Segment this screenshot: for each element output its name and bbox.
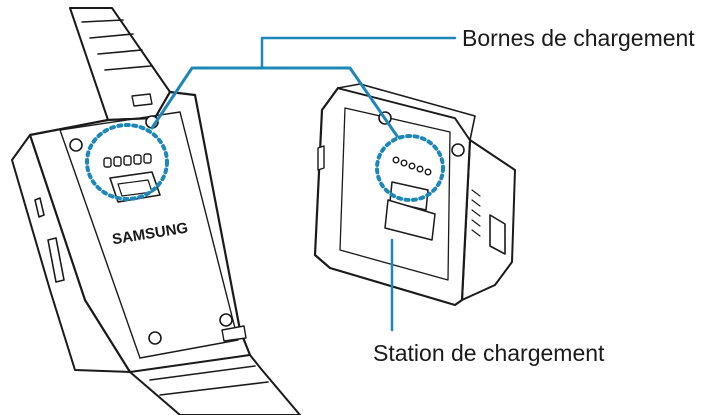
watch-back-plate-inner <box>59 111 239 359</box>
watch-side-button-2 <box>47 237 65 283</box>
watch-strap-pin-bottom <box>221 325 247 342</box>
watch-illustration <box>11 7 301 415</box>
terminals-leader-line <box>150 66 399 138</box>
charging-cradle-illustration <box>313 83 516 307</box>
watch-side-button-1 <box>34 197 45 218</box>
charging-terminals-label: Bornes de chargement <box>462 25 695 51</box>
cradle-recess <box>384 199 436 241</box>
watch-strap-pin-top <box>131 93 153 107</box>
strap-ribs-upper <box>81 19 152 71</box>
watch-contacts-highlight <box>85 123 169 201</box>
cradle-side-wall <box>461 139 516 301</box>
cradle-top-rim <box>337 83 476 141</box>
watch-screw-top-left <box>69 138 83 152</box>
cradle-screw-right <box>451 143 465 157</box>
cradle-usb-port <box>489 214 506 255</box>
charging-station-label: Station de chargement <box>373 340 605 366</box>
watch-upper-strap <box>69 7 171 121</box>
cradle-pins-highlight <box>375 134 445 202</box>
strap-ribs-lower <box>149 365 269 396</box>
cradle-side-grip <box>471 189 481 237</box>
cradle-left-clip <box>317 145 325 171</box>
cradle-charging-pins <box>392 156 432 176</box>
cradle-inner-plate <box>339 107 451 281</box>
terminals-leader-line-top <box>260 36 457 70</box>
watch-charging-contacts <box>103 153 152 168</box>
watch-screw-bottom-right <box>219 313 233 327</box>
watch-lower-strap <box>129 354 301 415</box>
callouts <box>85 36 457 332</box>
watch-screw-bottom-left <box>148 331 162 345</box>
